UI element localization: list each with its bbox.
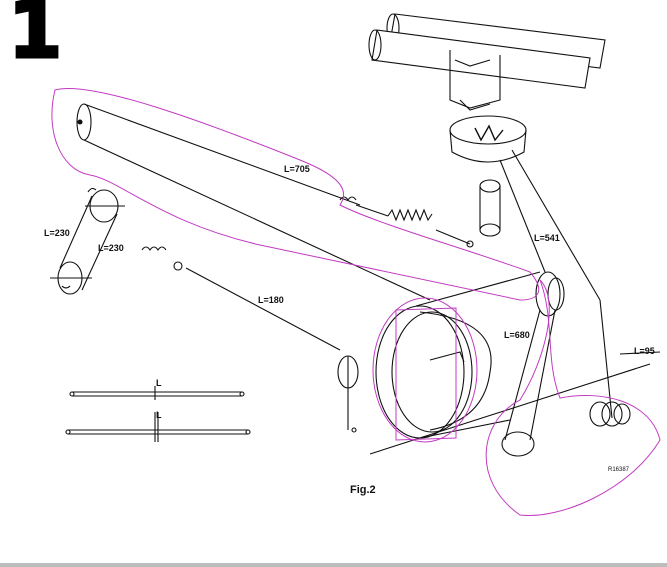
- belt-180: [141, 246, 359, 433]
- upper-pulley: [449, 115, 527, 237]
- main-drum: [375, 271, 541, 439]
- belt-705: [76, 103, 431, 301]
- spring-tensioner-top: [339, 196, 474, 248]
- reference-code: R16387: [608, 467, 630, 473]
- pulley-pair-230: [50, 187, 125, 295]
- label-l230-a: L=230: [44, 228, 70, 238]
- label-l541: L=541: [534, 233, 560, 243]
- page-number: 1: [6, 0, 63, 76]
- top-rollers: [368, 13, 606, 111]
- figure-caption: Fig.2: [350, 484, 376, 496]
- label-l230-b: L=230: [98, 243, 124, 253]
- annotation-outlines: [51, 87, 661, 517]
- legend-label-top: L: [156, 378, 162, 388]
- spring-legend: [65, 386, 251, 442]
- legend-label-bottom: L: [156, 410, 162, 420]
- label-l705: L=705: [284, 164, 310, 174]
- label-l680: L=680: [504, 330, 530, 340]
- belt-541: [499, 149, 613, 419]
- label-l95: L=95: [634, 346, 655, 356]
- right-pulley: [501, 271, 565, 457]
- label-l180: L=180: [258, 295, 284, 305]
- bottom-bar: [0, 563, 667, 567]
